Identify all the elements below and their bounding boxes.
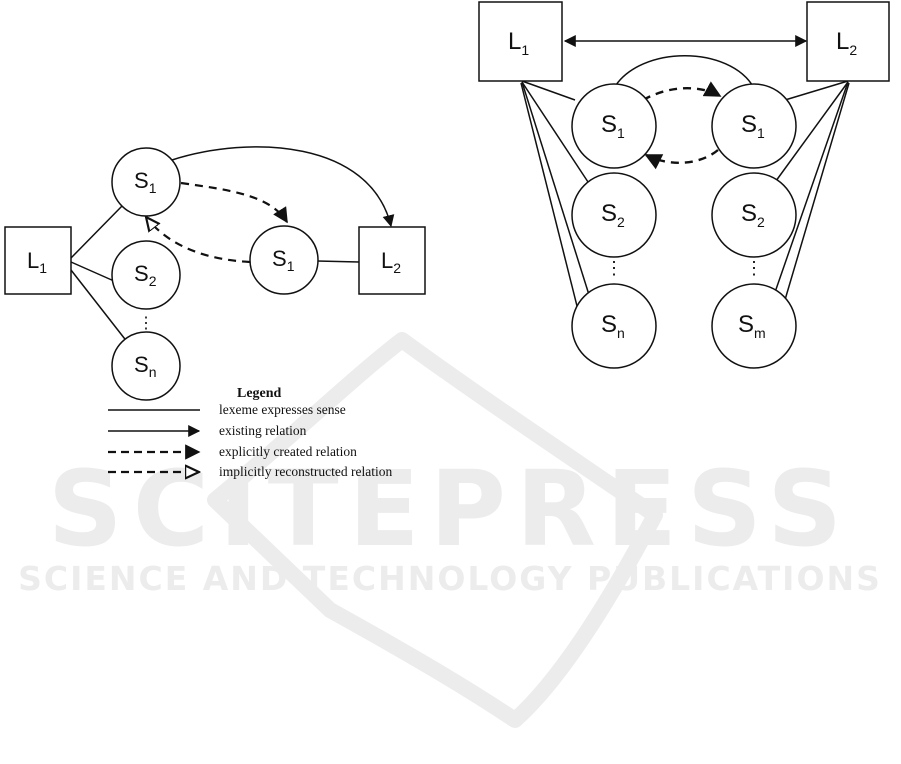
right-crossing-curve (614, 56, 754, 88)
right-explicit-arrow (643, 88, 720, 100)
existing-relation-arrow (172, 147, 391, 226)
watermark-subtitle: SCIENCE AND TECHNOLOGY PUBLICATIONS (18, 559, 882, 598)
left-labels: L1 L2 S1 S2 Sn S1 ⋮ (27, 168, 401, 380)
explicit-relation-arrow (181, 183, 287, 222)
edge-l1-s1 (71, 205, 123, 258)
right-b-dots: ⋮ (745, 258, 763, 278)
edge-rl1-sn-outer (521, 83, 578, 310)
legend-item-existing: existing relation (219, 423, 307, 438)
edge-rl2-s1 (785, 81, 848, 100)
legend-item-sense: lexeme expresses sense (219, 402, 346, 417)
watermark-title: SCITEPRESS (48, 448, 852, 570)
edge-sb1-l2 (317, 261, 359, 262)
left-diagram (5, 147, 425, 400)
right-reverse-arrow (646, 150, 718, 163)
edge-rl1-s1 (522, 81, 575, 100)
right-a-dots: ⋮ (605, 258, 623, 278)
legend-item-implicit: implicitly reconstructed relation (219, 464, 392, 479)
legend-title: Legend (237, 386, 282, 401)
left-dots: ⋮ (138, 315, 154, 332)
right-diagram (479, 2, 889, 368)
legend-item-explicit: explicitly created relation (219, 444, 357, 459)
